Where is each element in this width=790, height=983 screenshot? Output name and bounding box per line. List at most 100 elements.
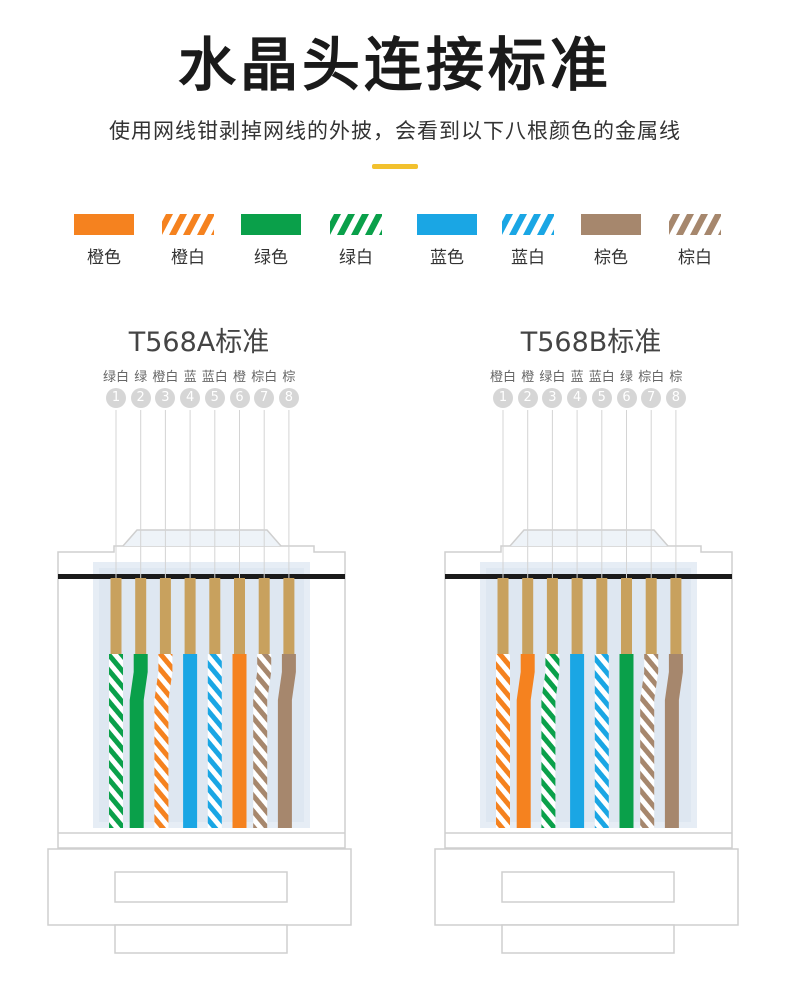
gold-contact [209, 578, 221, 654]
legend-item-green: 绿色 [231, 214, 311, 268]
wire-8 [664, 654, 683, 828]
wire-1 [496, 654, 510, 828]
pin-label: 橙 [521, 370, 535, 385]
pin-label: 棕 [282, 370, 296, 385]
gold-contact [110, 578, 122, 654]
pin-number-circle: 3 [155, 388, 176, 408]
legend-label: 橙白 [171, 248, 205, 268]
pin-label: 棕白 [251, 370, 278, 385]
wire-8 [277, 654, 296, 828]
connector-a [47, 410, 352, 954]
connector-tab [509, 529, 669, 547]
pin-number-circle: 5 [204, 388, 225, 408]
wire-6 [232, 654, 247, 828]
accent-divider [372, 164, 418, 169]
legend-swatch [241, 214, 301, 235]
pin-number-circle: 3 [542, 388, 563, 408]
pin-label: 棕白 [638, 370, 665, 385]
pin-label: 蓝 [570, 370, 584, 385]
gold-contact [670, 578, 682, 654]
legend-swatch [158, 214, 218, 235]
pin-number-circle: 7 [641, 388, 662, 408]
wire-6 [619, 654, 634, 828]
legend-item-orange: 橙色 [64, 214, 144, 268]
gold-contact [184, 578, 196, 654]
pin-number-circle: 1 [106, 388, 126, 408]
gold-contact [283, 578, 295, 654]
pin-label: 橙白 [490, 370, 517, 385]
contact-bar [445, 574, 732, 579]
gold-contact [135, 578, 147, 654]
pin-number-circle: 6 [229, 388, 250, 408]
wire-7 [640, 654, 659, 828]
pin-number-circle: 4 [180, 388, 201, 408]
connector-b [434, 410, 739, 954]
pin-number-circle: 7 [254, 388, 275, 408]
gold-contact [596, 578, 608, 654]
gold-contact [522, 578, 534, 654]
pin-number-circle: 8 [278, 388, 299, 408]
wire-4 [570, 654, 585, 828]
legend-swatch [326, 214, 386, 235]
gold-contact [258, 578, 270, 654]
contact-bar [58, 574, 345, 579]
legend-swatch [665, 214, 725, 235]
pin-label: 绿白 [103, 370, 130, 385]
pin-number-circle: 8 [665, 388, 686, 408]
legend-label: 绿色 [254, 248, 288, 268]
gold-contact [497, 578, 509, 654]
wire-3 [154, 654, 173, 828]
pin-label: 棕 [669, 370, 683, 385]
standard-b-title: T568B标准 [520, 327, 662, 358]
wire-2 [129, 654, 148, 828]
legend-label: 棕白 [678, 248, 712, 268]
legend-item-green-white: 绿白 [316, 214, 396, 268]
pin-label: 橙白 [152, 370, 179, 385]
wire-1 [109, 654, 123, 828]
legend-item-blue: 蓝色 [407, 214, 487, 268]
pin-number-circle: 4 [567, 388, 588, 408]
pin-label: 蓝白 [588, 370, 615, 385]
pin-label: 蓝白 [201, 370, 228, 385]
legend-swatch [417, 214, 477, 235]
gold-contact [546, 578, 558, 654]
pin-number-circle: 6 [616, 388, 637, 408]
legend-swatch [498, 214, 558, 235]
legend-item-brown-white: 棕白 [655, 214, 735, 268]
wire-7 [253, 654, 272, 828]
wire-2 [516, 654, 535, 828]
wire-5 [207, 654, 222, 828]
pin-label: 绿 [620, 370, 634, 385]
page-title: 水晶头连接标准 [177, 31, 612, 99]
pin-label: 蓝 [183, 370, 197, 385]
connector-window [114, 871, 288, 903]
legend-label: 蓝白 [511, 248, 545, 268]
legend-item-orange-white: 橙白 [148, 214, 228, 268]
legend-swatch [74, 214, 134, 235]
gold-contact [159, 578, 171, 654]
wire-4 [183, 654, 198, 828]
page-subtitle: 使用网线钳剥掉网线的外披，会看到以下八根颜色的金属线 [109, 119, 681, 143]
gold-contact [645, 578, 657, 654]
legend-label: 蓝色 [430, 248, 464, 268]
pin-number-circle: 2 [517, 388, 538, 408]
pin-number-circle: 1 [493, 388, 513, 408]
wire-5 [594, 654, 609, 828]
legend-label: 橙色 [87, 248, 121, 268]
wire-3 [541, 654, 560, 828]
pin-label: 橙 [233, 370, 247, 385]
gold-contact [234, 578, 245, 654]
pin-number-circle: 2 [130, 388, 151, 408]
legend-label: 绿白 [339, 248, 373, 268]
legend-swatch [581, 214, 641, 235]
connector-latch [501, 924, 675, 954]
pin-label: 绿白 [539, 370, 566, 385]
gold-contact [621, 578, 632, 654]
gold-contact [571, 578, 583, 654]
legend-label: 棕色 [594, 248, 628, 268]
pin-label: 绿 [134, 370, 148, 385]
legend-item-blue-white: 蓝白 [488, 214, 568, 268]
pin-number-circle: 5 [591, 388, 612, 408]
connector-window [501, 871, 675, 903]
